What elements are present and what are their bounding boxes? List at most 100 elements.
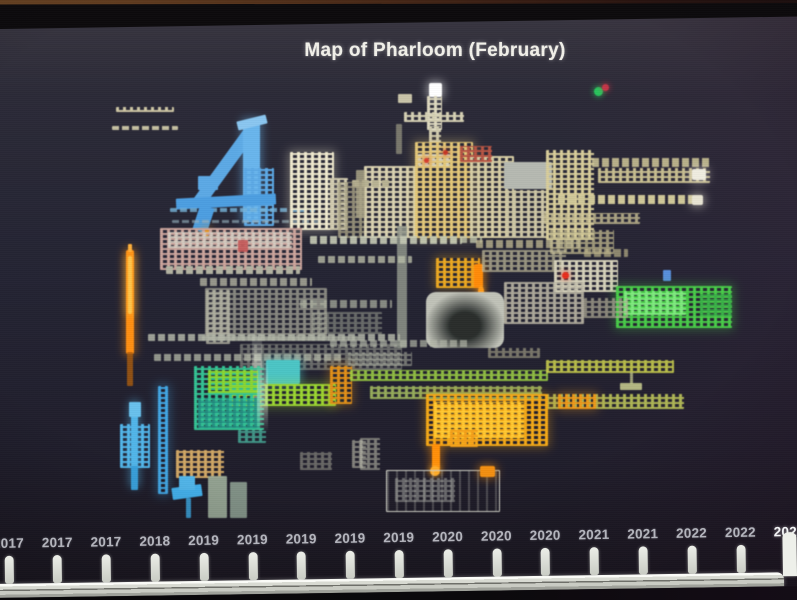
timeline-tick[interactable]: [638, 546, 648, 575]
map-block: [584, 249, 628, 257]
timeline-year-label: 2017: [41, 534, 73, 551]
map-block: [620, 383, 642, 390]
timeline-year-label: 2019: [383, 529, 415, 546]
map-block: [404, 112, 464, 122]
map-block: [168, 232, 292, 248]
map-block: [558, 394, 596, 409]
map-block: [198, 398, 260, 428]
timeline-tick[interactable]: [589, 547, 600, 576]
timeline-year-label: 2017: [90, 534, 122, 550]
map-block: [350, 370, 548, 381]
map-block: [116, 107, 174, 112]
map-block: [208, 370, 258, 393]
timeline-year-label: 2017: [0, 535, 24, 552]
map-block: [300, 452, 332, 470]
timeline-tick[interactable]: [4, 555, 14, 584]
map-block: [602, 84, 609, 91]
map-block: [504, 282, 584, 324]
timeline-tick[interactable]: [345, 550, 356, 579]
timeline-year-label: 2021: [578, 526, 610, 543]
map-block: [562, 272, 569, 279]
map-block: [300, 300, 392, 308]
timeline-year-label: 2019: [285, 531, 317, 547]
timeline-year-label: 2019: [334, 530, 366, 546]
map-block: [176, 450, 224, 478]
map-block: [584, 298, 628, 318]
map-block: [112, 126, 178, 130]
timeline-year-label: 2019: [188, 532, 220, 549]
timeline-tick[interactable]: [540, 547, 551, 576]
map-block: [338, 182, 364, 238]
timeline-year-label: 2022: [676, 525, 708, 541]
map-title: Map of Pharloom (February): [304, 40, 566, 61]
map-block: [166, 266, 300, 274]
map-block: [200, 278, 312, 286]
timeline-tick[interactable]: [782, 532, 797, 577]
timeline: 2017 2017 2017 2018 2019 2019 2019 2019 2019 2020…: [0, 508, 797, 600]
map-block: [424, 158, 429, 163]
timeline-year-label: 2022: [724, 524, 756, 541]
map-block: [488, 348, 540, 358]
map-block: [692, 169, 706, 180]
map-block: [257, 360, 268, 432]
map-block: [127, 352, 133, 386]
timeline-tick[interactable]: [150, 553, 160, 582]
timeline-year-label: 2021: [627, 526, 659, 542]
timeline-year-label: 2020: [480, 528, 512, 544]
map-block: [397, 226, 407, 348]
timeline-year-label: 2019: [236, 531, 268, 548]
map-block: [558, 195, 698, 204]
map-block: [624, 291, 686, 315]
map-block: [120, 424, 150, 468]
map-block: [158, 386, 168, 494]
map-block: [398, 94, 412, 103]
map-block: [504, 162, 552, 189]
map-block: [318, 256, 412, 263]
map-block: [460, 146, 492, 162]
map-block: [544, 213, 640, 224]
map-block: [198, 176, 218, 190]
timeline-tick[interactable]: [101, 554, 112, 583]
map-block: [480, 466, 495, 477]
map-block: [663, 270, 671, 281]
map-block: [434, 402, 524, 438]
map-block: [364, 166, 418, 238]
map-block: [450, 430, 478, 447]
map-block: [129, 402, 141, 417]
map-block: [592, 158, 710, 167]
map-block: [506, 190, 548, 238]
map-block: [476, 240, 580, 248]
map-block: [352, 440, 366, 468]
timeline-tick[interactable]: [296, 551, 307, 580]
map-block: [546, 360, 674, 373]
map-block: [396, 124, 402, 154]
map-block: [429, 83, 442, 97]
map-block: [330, 366, 352, 404]
map-block: [700, 294, 732, 316]
timeline-tick[interactable]: [248, 552, 258, 581]
map-block: [348, 352, 412, 366]
map-block: [131, 466, 138, 490]
map-block: [692, 195, 703, 205]
map-block: [238, 240, 248, 252]
map-block: [290, 152, 334, 230]
map-block: [312, 312, 382, 334]
map-block: [330, 340, 470, 347]
timeline-tick[interactable]: [394, 549, 404, 579]
timeline-tick[interactable]: [52, 554, 63, 584]
map-block: [128, 256, 132, 314]
map-block: [238, 430, 266, 443]
map-block: [266, 360, 300, 384]
timeline-tick[interactable]: [736, 544, 746, 573]
map-block: [395, 478, 455, 502]
timeline-tick[interactable]: [443, 549, 453, 578]
map-block: [443, 150, 448, 155]
map-block: [208, 476, 227, 518]
map-block: [420, 236, 482, 243]
map-block: [128, 244, 132, 252]
timeline-tick[interactable]: [687, 545, 697, 574]
timeline-year-label: 2018: [139, 533, 171, 549]
timeline-tick[interactable]: [199, 552, 209, 581]
timeline-tick[interactable]: [492, 548, 502, 577]
